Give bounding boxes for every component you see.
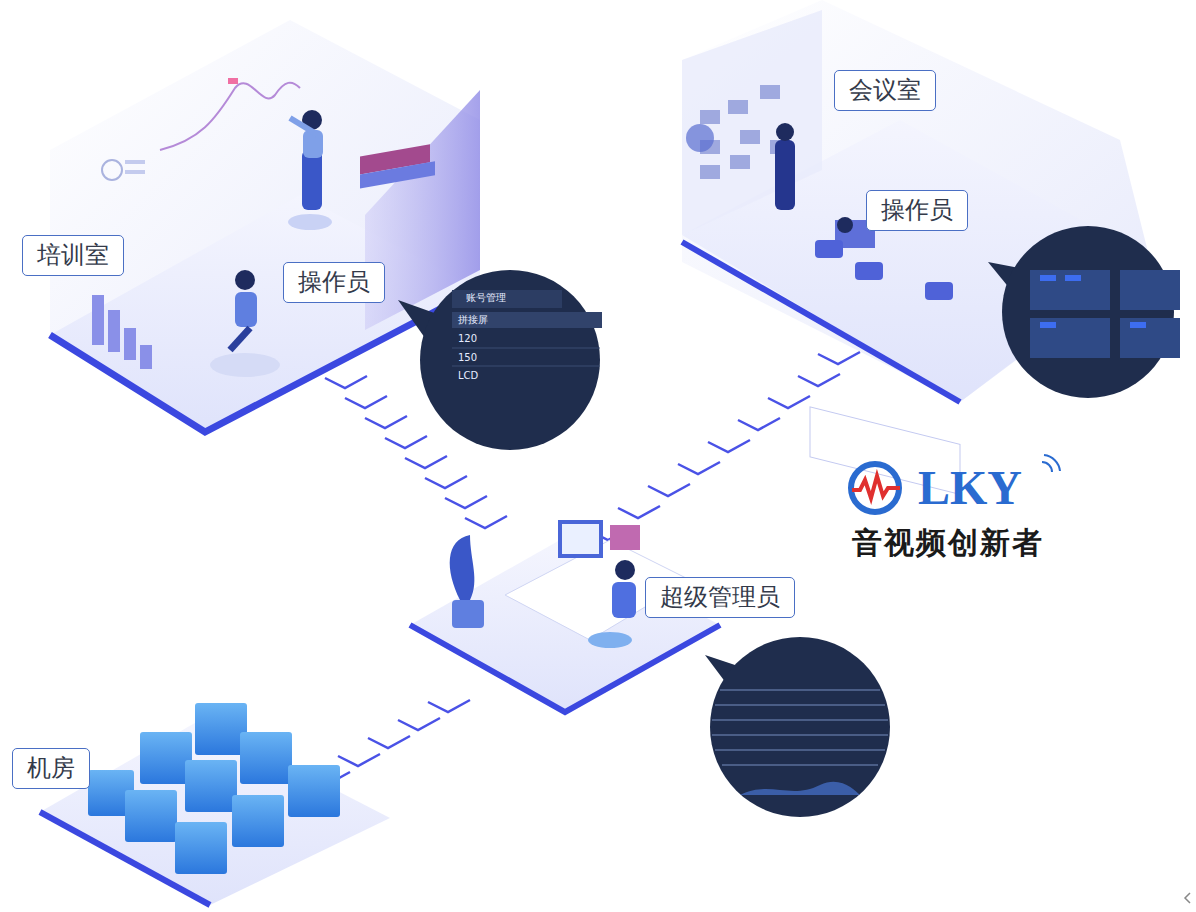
screen-text: 120 — [458, 333, 477, 344]
screen-text: 拼接屏 — [458, 314, 488, 325]
label-text: 操作员 — [298, 268, 370, 297]
room-label: 会议室 — [834, 70, 936, 111]
label-text: 机房 — [27, 754, 75, 783]
screen-text: LCD — [458, 370, 478, 381]
corner-arrow — [1185, 893, 1190, 903]
room-label: 机房 — [12, 748, 90, 789]
logo-text: LKY — [918, 462, 1022, 515]
screen-callouts — [398, 226, 1180, 817]
room-label: 操作员 — [866, 190, 968, 231]
training-room — [50, 20, 480, 432]
label-text: 超级管理员 — [660, 583, 780, 612]
slogan: 音视频创新者 — [852, 526, 1044, 559]
label-text: 操作员 — [881, 196, 953, 225]
machine-room — [40, 703, 390, 905]
label-text: 培训室 — [37, 241, 109, 270]
screen-text: 150 — [458, 352, 477, 363]
label-text: 会议室 — [849, 76, 921, 105]
room-label: 超级管理员 — [645, 577, 795, 618]
room-label: 培训室 — [22, 235, 124, 276]
screen-text: 账号管理 — [466, 292, 506, 303]
room-label: 操作员 — [283, 262, 385, 303]
